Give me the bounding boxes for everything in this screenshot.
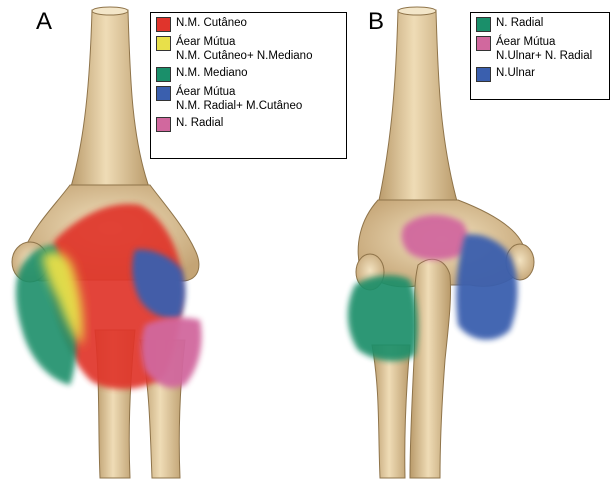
- legend-label: N.Ulnar+ N. Radial: [496, 49, 592, 63]
- legend-label: N.M. Mediano: [176, 66, 248, 80]
- legend-swatch: [156, 17, 171, 32]
- legend-label: Áear Mútua: [176, 35, 312, 49]
- legend-label: N.M. Cutâneo+ N.Mediano: [176, 49, 312, 63]
- legend-item: Áear Mútua N.M. Cutâneo+ N.Mediano: [156, 35, 341, 63]
- legend-swatch: [476, 67, 491, 82]
- legend-item: N.M. Mediano: [156, 66, 341, 82]
- legend-panel-a: N.M. Cutâneo Áear Mútua N.M. Cutâneo+ N.…: [150, 12, 347, 159]
- panel-label-b: B: [368, 10, 384, 34]
- legend-panel-b: N. Radial Áear Mútua N.Ulnar+ N. Radial …: [470, 12, 610, 100]
- legend-swatch: [156, 36, 171, 51]
- legend-swatch: [476, 36, 491, 51]
- legend-item: Áear Mútua N.M. Radial+ M.Cutâneo: [156, 85, 341, 113]
- legend-label: Áear Mútua: [496, 35, 592, 49]
- legend-label: Áear Mútua: [176, 85, 302, 99]
- legend-label: N.M. Radial+ M.Cutâneo: [176, 99, 302, 113]
- legend-label: N.Ulnar: [496, 66, 535, 80]
- legend-swatch: [156, 67, 171, 82]
- legend-swatch: [476, 17, 491, 32]
- legend-label: N. Radial: [496, 16, 543, 30]
- legend-swatch: [156, 117, 171, 132]
- legend-item: N. Radial: [156, 116, 341, 132]
- legend-swatch: [156, 86, 171, 101]
- legend-item: N.M. Cutâneo: [156, 16, 341, 32]
- panel-label-a: A: [36, 10, 52, 34]
- legend-item: N.Ulnar: [476, 66, 604, 82]
- legend-item: Áear Mútua N.Ulnar+ N. Radial: [476, 35, 604, 63]
- legend-label: N. Radial: [176, 116, 223, 130]
- legend-item: N. Radial: [476, 16, 604, 32]
- legend-label: N.M. Cutâneo: [176, 16, 247, 30]
